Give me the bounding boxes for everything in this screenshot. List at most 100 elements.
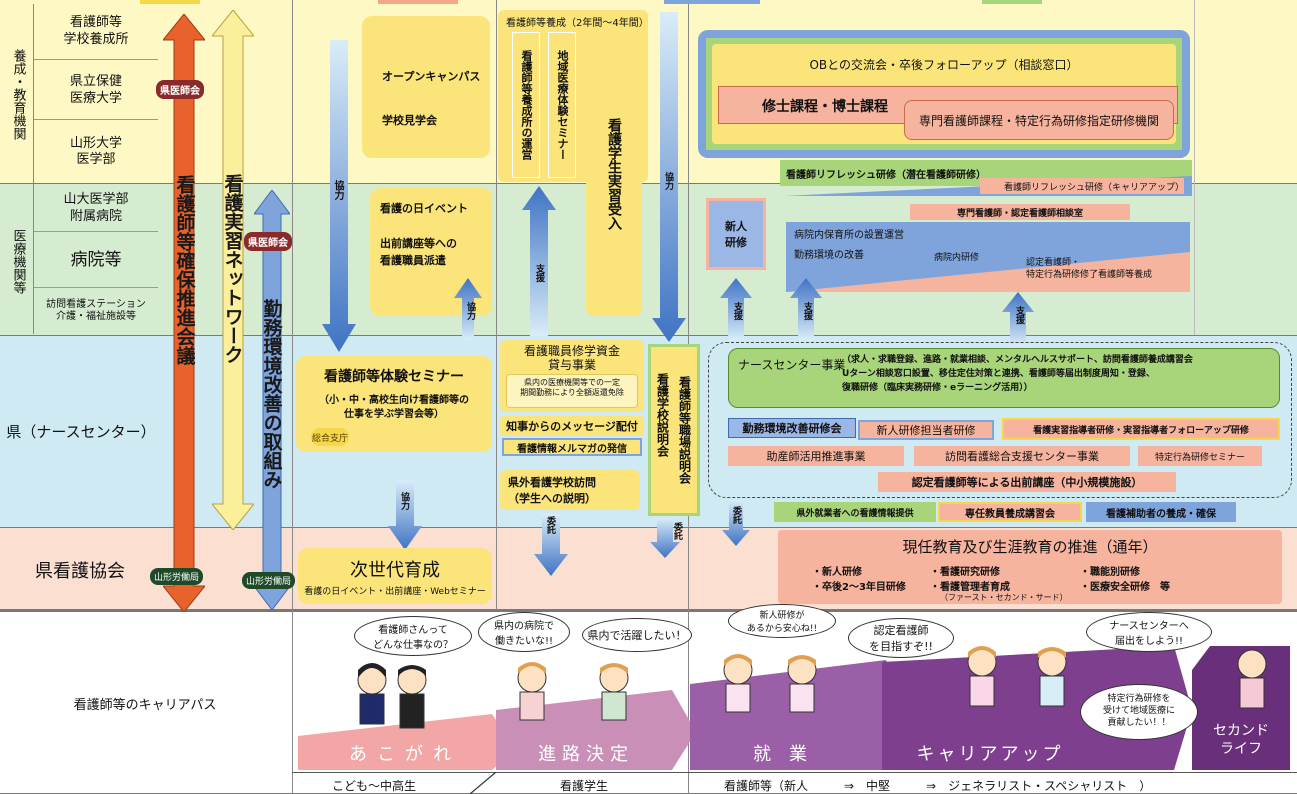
kyoryoku-arrow-4 xyxy=(652,12,686,342)
consult: 専門看護師・認定看護師相談室 xyxy=(910,204,1130,220)
tag-rodo-1: 山形労働局 xyxy=(150,568,204,585)
job-fair-box xyxy=(648,344,700,516)
stage-5: セカンド ライフ xyxy=(1213,723,1269,758)
yellow-pillar xyxy=(212,10,254,530)
refresh2-box xyxy=(980,178,1184,194)
bottom-3: 看護師等（新人 ⇒ 中堅 ⇒ ジェネラリスト・スペシャリスト ） xyxy=(724,779,1152,793)
bottom-slash xyxy=(469,772,497,794)
shien: 支援 xyxy=(534,264,544,282)
env: 勤務環境の改善 xyxy=(794,250,864,261)
bubble-6: ナースセンターへ 届出をしよう!! xyxy=(1086,612,1212,652)
bottom-2: 看護学生 xyxy=(560,779,609,793)
mailmag: 看護情報メルマガの発信 xyxy=(502,438,642,456)
itaku-1: 委託 xyxy=(545,516,555,534)
gen-item-1: ・新人研修 xyxy=(812,567,862,578)
newbie: 新人 研修 xyxy=(706,198,766,270)
message: 知事からのメッセージ配付 xyxy=(500,416,644,436)
tag-ken-ishikai-1: 県医師会 xyxy=(156,80,204,99)
gen-item-5: ・看護管理者育成 xyxy=(930,582,1010,593)
gen-item-4: ・卒後2〜3年目研修 xyxy=(812,582,906,593)
shien-arrow-a xyxy=(720,278,752,340)
itaku-arrow-3 xyxy=(722,500,750,546)
itaku-arrow-1 xyxy=(534,514,568,576)
gen-box xyxy=(778,530,1282,604)
tag-rodo-2: 山形労働局 xyxy=(242,572,296,589)
nc-body: （求人・求職登録、進路・就業相談、メンタルヘルスサポート、訪問看護師養成講習会 … xyxy=(842,355,1193,393)
bubble-1: 看護師さんって どんな仕事なの？ xyxy=(354,616,472,656)
bubble-7: 特定行為研修を 受けて地域医療に 貢献したい！！ xyxy=(1080,684,1198,740)
school-visit: 学校見学会 xyxy=(382,114,437,127)
edu-item-2: 県立保健 医療大学 xyxy=(34,62,158,120)
kyoryoku-2: 協力 xyxy=(465,302,475,320)
school-fair: 看護学校説明会 xyxy=(655,373,670,457)
bubble-3: 県内で活躍したい！ xyxy=(582,618,692,652)
col2-header: 看護師等養成（2年間〜4年間） xyxy=(506,18,649,29)
shien-a: 支援 xyxy=(732,302,742,320)
bubble-2: 県内の病院で 働きたいな!! xyxy=(478,612,570,652)
nc-dashed xyxy=(708,342,1292,498)
gen-item-3: ・職能別研修 xyxy=(1080,567,1140,578)
shien-arrow-b xyxy=(790,278,822,340)
gen-title: 現任教育及び生涯教育の推進（通年） xyxy=(902,538,1158,556)
kyoryoku-3: 協力 xyxy=(399,492,409,510)
gen-item-2: ・看護研究研修 xyxy=(930,567,1000,578)
med-item-1: 山大医学部 附属病院 xyxy=(34,186,158,232)
shinjin-tanto: 新人研修担当者研修 xyxy=(858,420,994,440)
shien-c: 支援 xyxy=(1014,306,1024,324)
env-shape xyxy=(786,222,1190,292)
red-pillar-label: 看護師等確保推進会議 xyxy=(173,175,196,365)
open-campus: オープンキャンパス xyxy=(382,70,481,83)
gen-item-7: （ファースト・セカンド・サード） xyxy=(940,593,1068,602)
edu-item-3: 山形大学 医学部 xyxy=(69,135,122,167)
open-campus-box xyxy=(362,16,490,158)
refresh1: 看護師リフレッシュ研修（潜在看護師研修） xyxy=(786,170,986,181)
next-gen: 次世代育成 xyxy=(350,560,440,581)
red-pillar xyxy=(163,14,205,612)
sennin: 専任教員養成講習会 xyxy=(938,502,1082,522)
legend-salmon xyxy=(378,0,458,4)
med-item-3: 訪問看護ステーション 介護・福祉施設等 xyxy=(46,298,146,323)
ninte-dept: 認定看護師等による出前講座（中小規模施設） xyxy=(878,472,1176,492)
hojo: 看護補助者の養成・確保 xyxy=(1086,502,1236,522)
shien-arrow-c xyxy=(1002,292,1034,346)
kengai: 県外就業者への看護情報提供 xyxy=(774,502,936,522)
inhouse: 病院内研修 xyxy=(934,253,980,263)
loan-sub-box xyxy=(506,374,638,408)
divider-2 xyxy=(496,0,497,610)
kyoryoku-1: 協力 xyxy=(332,180,343,200)
shien-arrow xyxy=(522,186,556,336)
master: 修士課程・博士課程 xyxy=(762,99,888,115)
bottom-1: こども〜中高生 xyxy=(332,779,417,793)
gen-item-6: ・医療安全研修 等 xyxy=(1080,582,1170,593)
ob: OBとの交流会・卒後フォローアップ（相談窓口） xyxy=(809,58,1079,72)
specialist: 専門看護師課程・特定行為研修指定研修機関 xyxy=(904,100,1174,140)
divider-1 xyxy=(292,0,293,794)
yellow-pillar-label: 看護実習ネットワーク xyxy=(221,174,244,364)
kyoryoku-arrow-2 xyxy=(454,278,482,340)
seminar-title: 看護師等体験セミナー xyxy=(324,369,464,385)
col2-v3: 看護学生実習受入 xyxy=(586,32,642,316)
nc-title: ナースセンター事業 xyxy=(738,358,846,372)
stage-2: 進路決定 xyxy=(538,744,634,765)
med-item-2: 病院等 xyxy=(34,234,158,288)
nc-box xyxy=(728,348,1280,408)
bottom-divider xyxy=(292,772,1297,773)
med-category: 医療機関等 xyxy=(10,228,26,294)
itaku-2: 委託 xyxy=(672,522,682,540)
col2-v2: 地域医療体験セミナー xyxy=(548,32,576,178)
next-gen-sub: 看護の日イベント・出前講座・Webセミナー xyxy=(304,587,486,597)
itaku-arrow-2 xyxy=(650,518,680,558)
seminar-sub: （小・中・高校生向け看護師等の 仕事を学ぶ学習会等） xyxy=(319,395,469,420)
blue-pillar-label: 勤務環境改善の取組み xyxy=(260,299,283,489)
tag-ken-ishikai-2: 県医師会 xyxy=(244,232,292,251)
kyoryoku-4: 協力 xyxy=(663,172,673,190)
stage-1: あこがれ xyxy=(349,744,461,765)
bubble-5: 認定看護師 を目指すぞ!! xyxy=(848,618,954,658)
next-gen-box xyxy=(298,548,492,604)
sogo-shien: 総合支庁 xyxy=(311,428,349,446)
kyoryoku-arrow-1 xyxy=(322,40,356,352)
itaku-3: 委託 xyxy=(731,506,741,524)
kyoryoku-arrow-3 xyxy=(388,480,422,550)
assoc-label: 県看護協会 xyxy=(35,561,125,582)
divider-4 xyxy=(1194,0,1195,335)
